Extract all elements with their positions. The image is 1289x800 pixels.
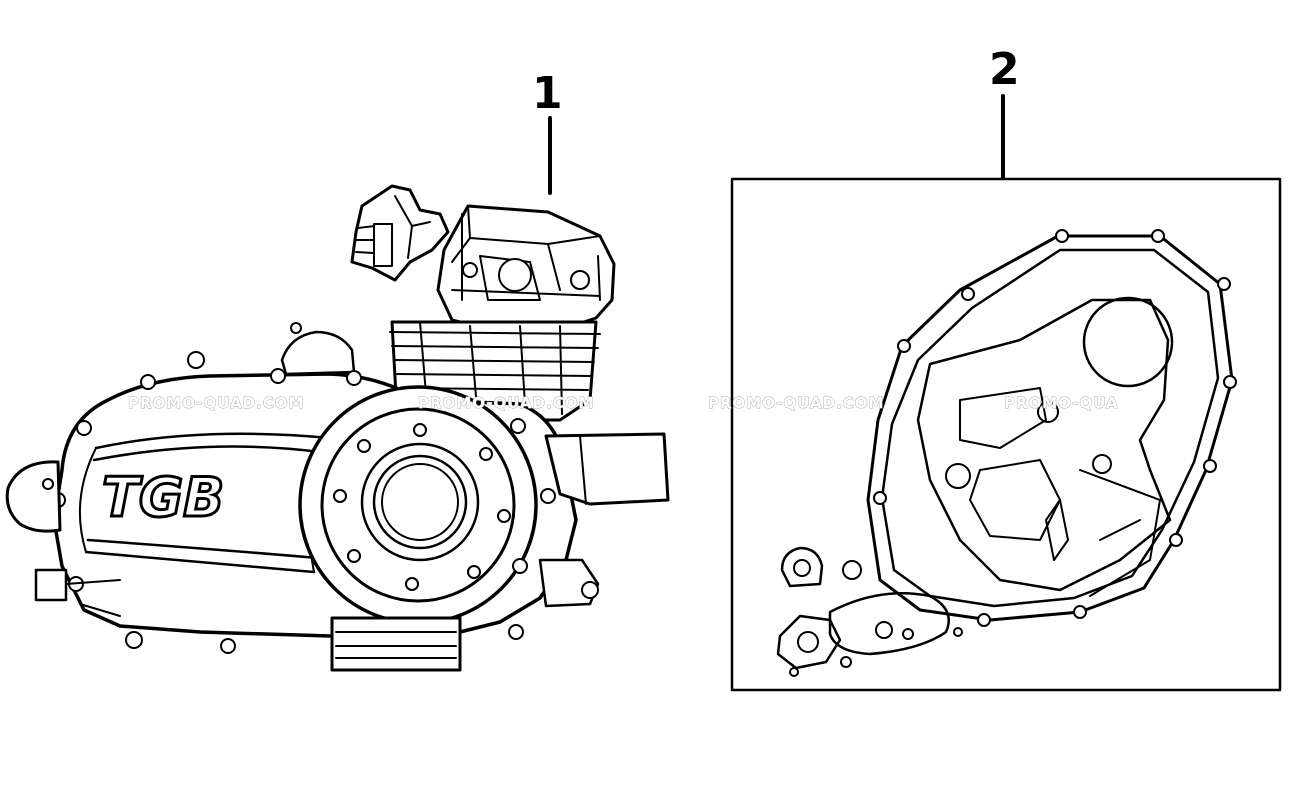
gasket-kit[interactable]: 2 [730, 44, 1282, 692]
watermarks: PROMO-QUAD.COM PROMO-QUAD.COM PROMO-QUAD… [128, 394, 1119, 413]
callout-2-label: 2 [989, 44, 1020, 95]
oil-pan [330, 616, 462, 672]
crankcase-gasket [866, 229, 1237, 627]
output-housing [538, 432, 670, 608]
engine-logo: TGB [102, 466, 224, 529]
gasket-kit-frame [730, 177, 1282, 692]
end-cap [5, 460, 62, 533]
breather-fitting [280, 322, 356, 376]
engine-assembly[interactable]: 1 [5, 68, 670, 672]
carburetor [350, 184, 450, 282]
inner-gasket [916, 296, 1174, 597]
cylinder-head [436, 204, 616, 334]
callout-1-label: 1 [532, 68, 563, 119]
shift-linkage [34, 568, 121, 617]
small-gaskets [776, 546, 963, 677]
clutch-cover [298, 385, 556, 625]
watermark-3: PROMO-QUAD.COM [708, 394, 884, 412]
watermark-4: PROMO-QUA [1004, 394, 1119, 412]
watermark-2: PROMO-QUAD.COM [418, 394, 594, 412]
watermark-1: PROMO-QUAD.COM [128, 394, 304, 412]
